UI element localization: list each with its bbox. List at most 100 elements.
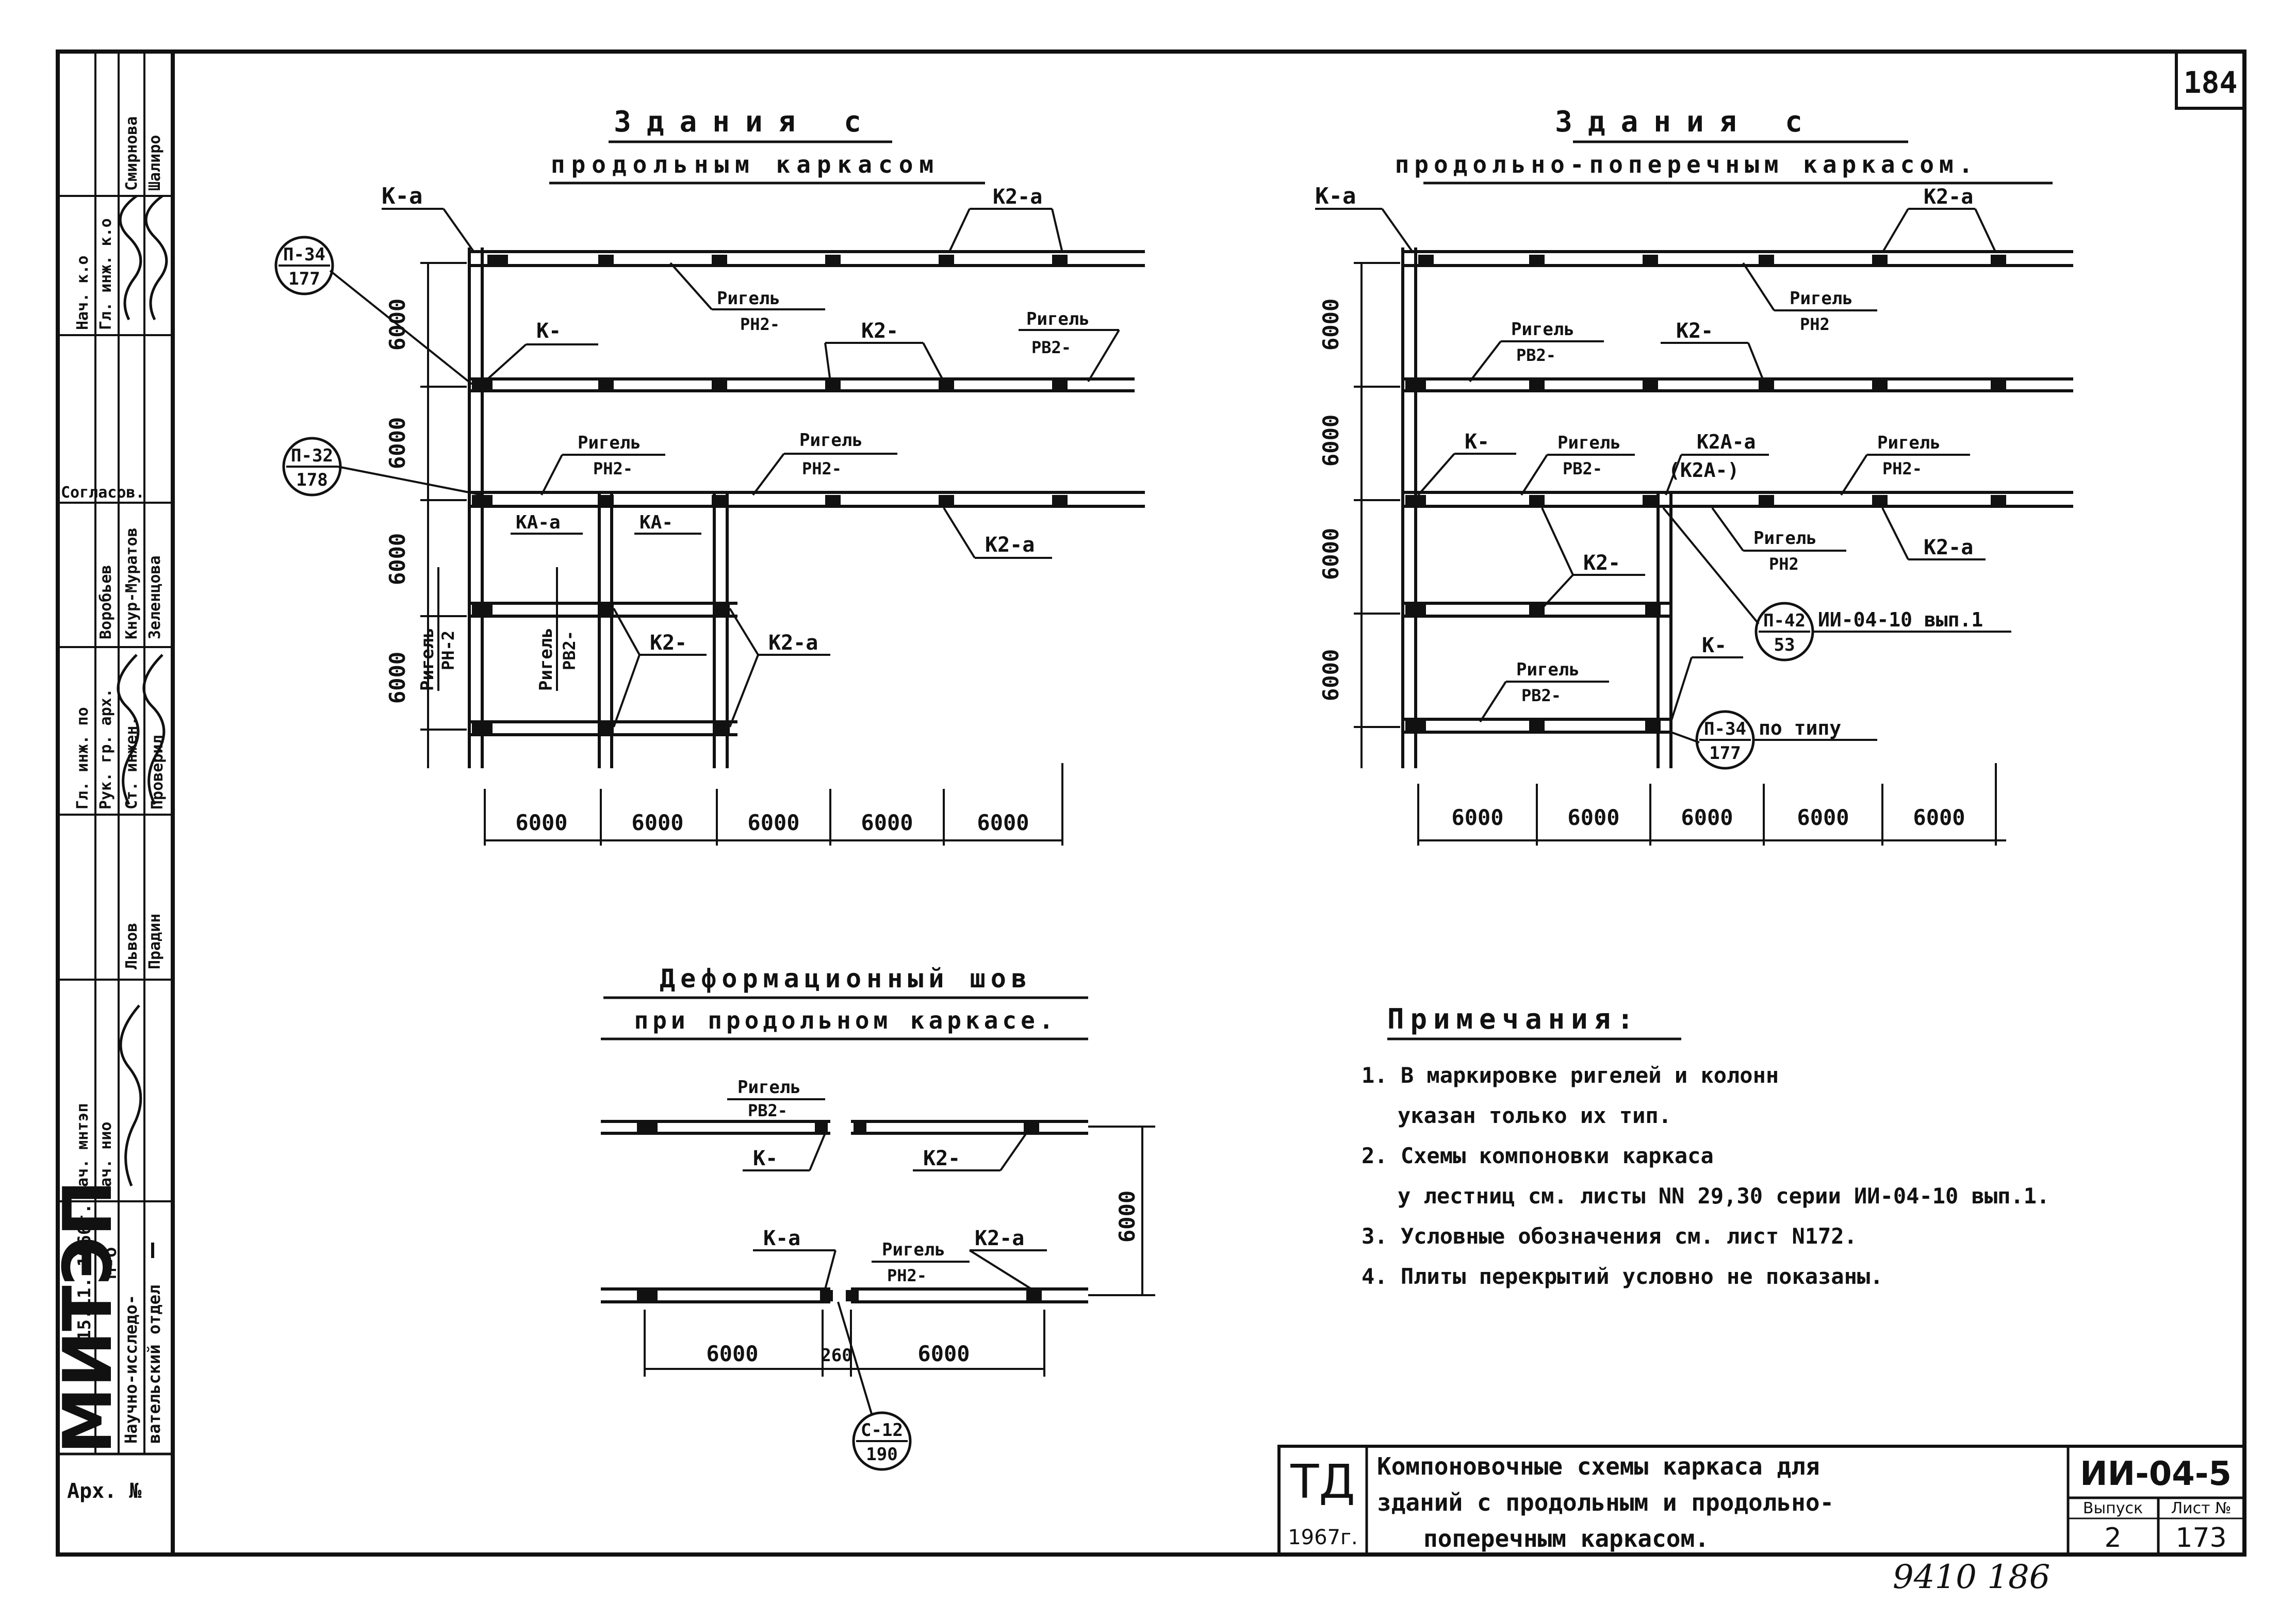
notes-heading: Примечания: bbox=[1387, 1003, 1640, 1035]
tl-vdim: 6000 bbox=[385, 652, 410, 704]
stamp-name: Зеленцова bbox=[146, 555, 164, 639]
tl-label: КА- bbox=[639, 512, 673, 533]
stamp-role: Согласов. bbox=[61, 484, 145, 502]
bv-callout-bottom: 190 bbox=[866, 1444, 897, 1465]
note-line: 1. В маркировке ригелей и колонн bbox=[1362, 1063, 1779, 1088]
bv-hdim: 6000 bbox=[917, 1341, 970, 1366]
tl-hdim: 6000 bbox=[977, 810, 1029, 835]
tl-vdim: 6000 bbox=[385, 417, 410, 469]
tl-label: Ригель bbox=[1026, 309, 1090, 329]
tr-label: Ригель bbox=[1557, 433, 1621, 453]
tr-hdim: 6000 bbox=[1681, 805, 1733, 830]
note-line: у лестниц см. листы NN 29,30 серии ИИ-04… bbox=[1398, 1183, 2049, 1209]
tl-hdim: 6000 bbox=[515, 810, 567, 835]
tr-hdim: 6000 bbox=[1797, 805, 1849, 830]
tl-label: К-а bbox=[382, 183, 422, 209]
stamp-dash: — bbox=[136, 1242, 166, 1258]
tr-label: К2-а bbox=[1924, 536, 1973, 559]
tr-label: Ригель bbox=[1790, 288, 1853, 309]
bv-title-line1: Деформационный шов bbox=[660, 964, 1032, 994]
tr-label: РВ2- bbox=[1516, 345, 1556, 365]
tl-label: Ригель bbox=[799, 430, 863, 451]
tl-title-line2: продольным каркасом bbox=[551, 151, 940, 178]
tl-callout-2-bottom: 178 bbox=[296, 470, 327, 490]
stamp-name: Прадин bbox=[146, 914, 164, 969]
tr-label: К-а bbox=[1315, 183, 1356, 209]
tr-hdim: 6000 bbox=[1567, 805, 1619, 830]
tr-label: РВ2- bbox=[1521, 686, 1561, 705]
sheet-frame bbox=[56, 49, 2246, 1557]
bv-label: Ригель bbox=[737, 1077, 801, 1098]
tr-callout-2-top: П-34 bbox=[1704, 719, 1746, 739]
tr-callout-2-bottom: 177 bbox=[1709, 743, 1741, 764]
stamp-archive: Арх. № bbox=[67, 1479, 142, 1503]
tr-callout-1-top: П-42 bbox=[1763, 610, 1806, 631]
bv-label: РН2- bbox=[887, 1266, 927, 1285]
tr-label: К2- bbox=[1676, 319, 1713, 343]
tr-callout-1-bottom: 53 bbox=[1774, 635, 1795, 655]
tl-label: Ригель bbox=[717, 288, 780, 309]
tl-label: К- bbox=[536, 319, 561, 343]
title-issue-label: Выпуск bbox=[2083, 1499, 2143, 1517]
tr-label: Ригель bbox=[1511, 319, 1575, 340]
page-number-box bbox=[2175, 50, 2246, 110]
tr-title-line2: продольно-поперечным каркасом. bbox=[1395, 151, 1978, 178]
stamp-dept-line2: вательский отдел bbox=[144, 1285, 164, 1444]
tl-callout-1-bottom: 177 bbox=[288, 269, 320, 289]
tl-hdim: 6000 bbox=[747, 810, 799, 835]
bv-label: РВ2- bbox=[748, 1101, 788, 1120]
title-desc-line: зданий с продольным и продольно- bbox=[1377, 1489, 1834, 1516]
title-sheet-label: Лист № bbox=[2171, 1499, 2232, 1517]
tr-label: Ригель bbox=[1877, 433, 1941, 453]
tr-label: РН2 bbox=[1800, 315, 1830, 334]
bottom-view: Деформационный шов при продольном каркас… bbox=[601, 964, 1155, 1471]
bv-vdim: 6000 bbox=[1114, 1191, 1140, 1243]
tr-label: К- bbox=[1465, 430, 1489, 454]
tl-label: Ригель bbox=[536, 627, 556, 691]
stamp-dept-line1: Научно-исследо- bbox=[121, 1295, 141, 1444]
signature-mark bbox=[144, 194, 168, 321]
tl-label: Ригель bbox=[578, 433, 641, 453]
tr-callout-2-note: по типу bbox=[1759, 717, 1841, 739]
tl-callout-1-top: П-34 bbox=[283, 244, 325, 265]
title-year: 1967г. bbox=[1288, 1526, 1358, 1549]
stamp-name: Воробьев bbox=[97, 565, 115, 640]
notes-block: Примечания: 1. В маркировке ригелей и ко… bbox=[1362, 1003, 2049, 1289]
note-line: указан только их тип. bbox=[1398, 1103, 1671, 1128]
tr-label: РВ2- bbox=[1563, 459, 1602, 478]
tl-label: РВ2- bbox=[560, 631, 579, 670]
tr-label: Ригель bbox=[1753, 528, 1817, 549]
signature-mark bbox=[119, 1004, 142, 1186]
stamp-name: Львов bbox=[123, 923, 141, 969]
tr-label: К- bbox=[1702, 634, 1727, 657]
tl-label: К2- bbox=[650, 631, 687, 655]
tr-vdim: 6000 bbox=[1318, 299, 1343, 351]
tl-label: РН2- bbox=[593, 459, 633, 478]
bv-title-line2: при продольном каркасе. bbox=[634, 1006, 1058, 1034]
bv-label: К- bbox=[753, 1147, 778, 1170]
tl-label: РВ2- bbox=[1031, 338, 1071, 357]
tl-label: КА-а bbox=[516, 512, 561, 533]
stamp-role: Гл. инж. к.о bbox=[97, 218, 115, 330]
bv-callout-top: С-12 bbox=[861, 1420, 903, 1441]
stamp-name: Шалиро bbox=[146, 135, 164, 191]
note-line: 4. Плиты перекрытий условно не показаны. bbox=[1362, 1264, 1883, 1289]
tr-vdim: 6000 bbox=[1318, 415, 1343, 467]
signature-mark bbox=[119, 194, 142, 321]
tr-label: К2А-а bbox=[1697, 431, 1756, 453]
tl-callout-2-top: П-32 bbox=[291, 445, 333, 466]
stamp-role: Нач. к.о bbox=[74, 256, 92, 330]
tr-hdim: 6000 bbox=[1913, 805, 1965, 830]
stamp-role: Рук. гр. арх. bbox=[97, 688, 115, 809]
tl-label: К2-а bbox=[985, 533, 1035, 557]
tr-label: К2- bbox=[1583, 551, 1620, 575]
tl-label: К2- bbox=[861, 319, 898, 343]
bv-label: К2-а bbox=[975, 1227, 1024, 1250]
title-desc-line: Компоновочные схемы каркаса для bbox=[1377, 1452, 1820, 1480]
page-number: 184 bbox=[2184, 65, 2238, 100]
title-block: ТД 1967г. Компоновочные схемы каркаса дл… bbox=[1277, 1445, 2246, 1556]
bv-label: К-а bbox=[763, 1227, 800, 1250]
tl-label: РН-2 bbox=[438, 631, 458, 670]
tr-callout-1-note: ИИ-04-10 вып.1 bbox=[1818, 608, 1983, 631]
note-line: 3. Условные обозначения см. лист N172. bbox=[1362, 1224, 1857, 1249]
